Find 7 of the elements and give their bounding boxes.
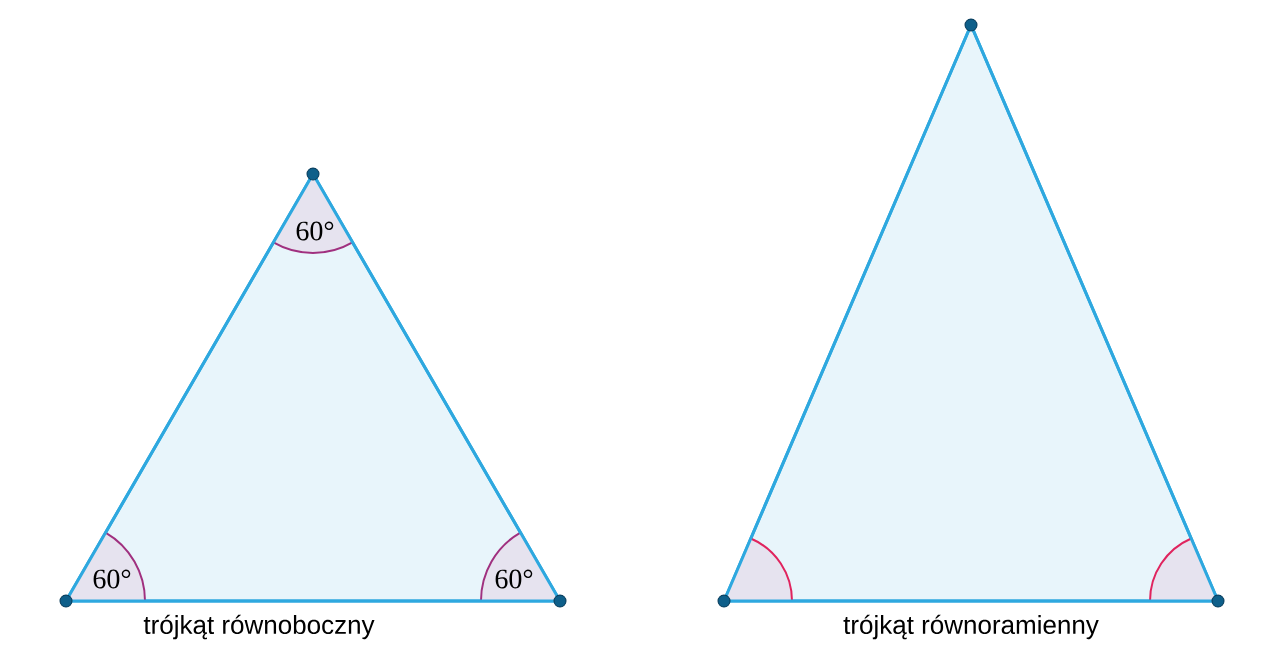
angle-label: 60°	[296, 221, 334, 241]
triangle-caption: trójkąt równoramienny	[843, 614, 1099, 640]
triangle-caption: trójkąt równoboczny	[143, 614, 375, 640]
triangle	[59, 167, 567, 608]
angle-label: 60°	[93, 569, 131, 589]
triangle	[717, 18, 1225, 608]
angle-label: 60°	[495, 569, 533, 589]
